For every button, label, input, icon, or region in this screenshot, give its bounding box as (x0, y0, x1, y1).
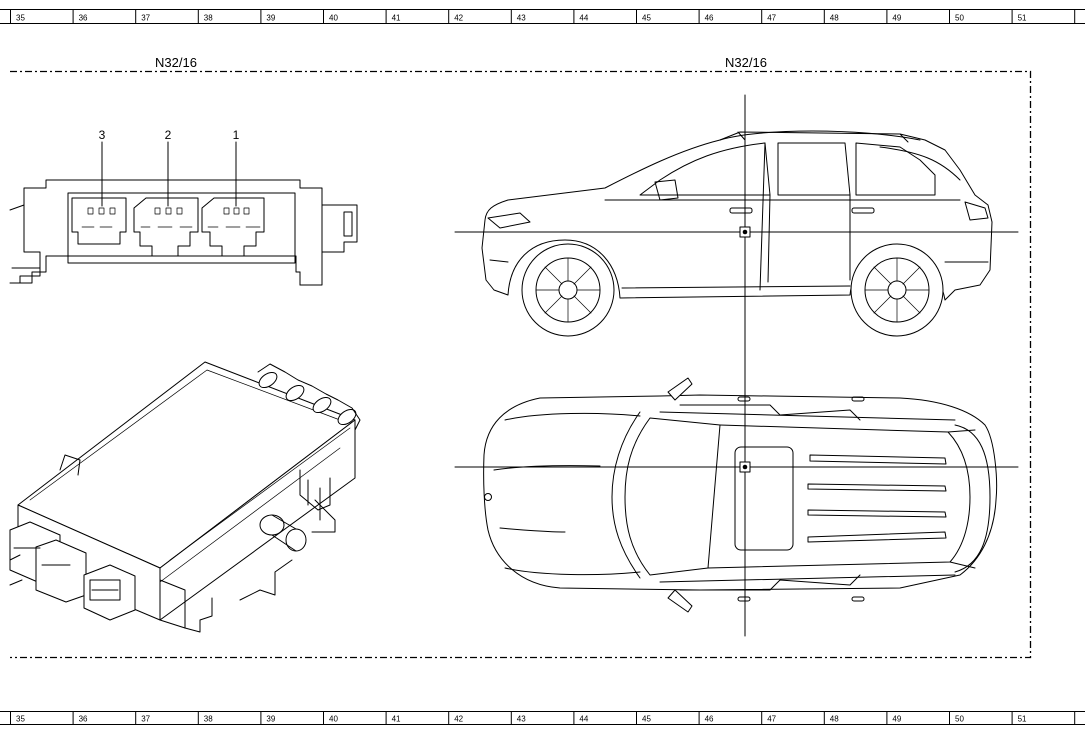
right-title: N32/16 (725, 55, 767, 70)
pin-label-1: 1 (233, 128, 240, 142)
top-ruler-column-46: 46 (705, 14, 714, 23)
top-ruler-column-47: 47 (767, 14, 776, 23)
top-ruler-column-42: 42 (454, 14, 463, 23)
bottom-ruler-column-42: 42 (454, 715, 463, 724)
bottom-ruler-column-38: 38 (204, 715, 213, 724)
side-connectors (257, 363, 361, 533)
bottom-ruler-column-50: 50 (955, 715, 964, 724)
location-crosshairs (454, 94, 1019, 637)
top-ruler-column-36: 36 (79, 14, 88, 23)
top-ruler-column-48: 48 (830, 14, 839, 23)
left-title: N32/16 (155, 55, 197, 70)
front-wheel (521, 243, 615, 337)
bottom-ruler-column-43: 43 (517, 715, 526, 724)
top-ruler-column-50: 50 (955, 14, 964, 23)
bottom-ruler-column-44: 44 (579, 715, 588, 724)
top-ruler-column-45: 45 (642, 14, 651, 23)
bottom-ruler-column-35: 35 (16, 715, 25, 724)
connector-face-view: 3 2 1 (9, 128, 358, 286)
bottom-ruler-column-49: 49 (892, 715, 901, 724)
pin-label-3: 3 (99, 128, 106, 142)
top-ruler-column-37: 37 (141, 14, 150, 23)
location-marker-top (739, 461, 751, 473)
top-ruler-column-43: 43 (517, 14, 526, 23)
top-ruler-column-41: 41 (392, 14, 401, 23)
bottom-ruler-column-51: 51 (1018, 715, 1027, 724)
rear-wheel (850, 243, 944, 337)
bottom-ruler-column-46: 46 (705, 715, 714, 724)
vehicle-top-view (483, 377, 998, 613)
top-ruler-column-38: 38 (204, 14, 213, 23)
bottom-ruler-column-39: 39 (266, 715, 275, 724)
bottom-ruler-column-40: 40 (329, 715, 338, 724)
vehicle-side-view (481, 130, 993, 337)
top-ruler: 35 36 37 38 39 40 41 42 43 44 45 46 47 48 49 50 51 (0, 9, 1085, 24)
top-ruler-column-40: 40 (329, 14, 338, 23)
bottom-ruler: 35 36 37 38 39 40 41 42 43 44 45 46 47 48 49 50 51 (0, 711, 1085, 725)
pin2-contacts (140, 207, 193, 228)
pin1-contacts (207, 207, 261, 228)
top-ruler-column-49: 49 (892, 14, 901, 23)
top-ruler-column-51: 51 (1018, 14, 1027, 23)
bottom-ruler-column-48: 48 (830, 715, 839, 724)
control-unit-isometric (9, 361, 361, 633)
top-ruler-column-35: 35 (16, 14, 25, 23)
top-ruler-column-44: 44 (579, 14, 588, 23)
pin-label-2: 2 (165, 128, 172, 142)
component-boundary (10, 70, 1032, 659)
top-ruler-column-39: 39 (266, 14, 275, 23)
location-marker-side (739, 226, 751, 238)
bottom-ruler-column-45: 45 (642, 715, 651, 724)
bottom-ruler-column-41: 41 (392, 715, 401, 724)
front-connectors (9, 521, 136, 621)
pin3-contacts (81, 207, 116, 228)
bottom-ruler-column-47: 47 (767, 715, 776, 724)
bottom-ruler-column-37: 37 (141, 715, 150, 724)
bottom-ruler-column-36: 36 (79, 715, 88, 724)
